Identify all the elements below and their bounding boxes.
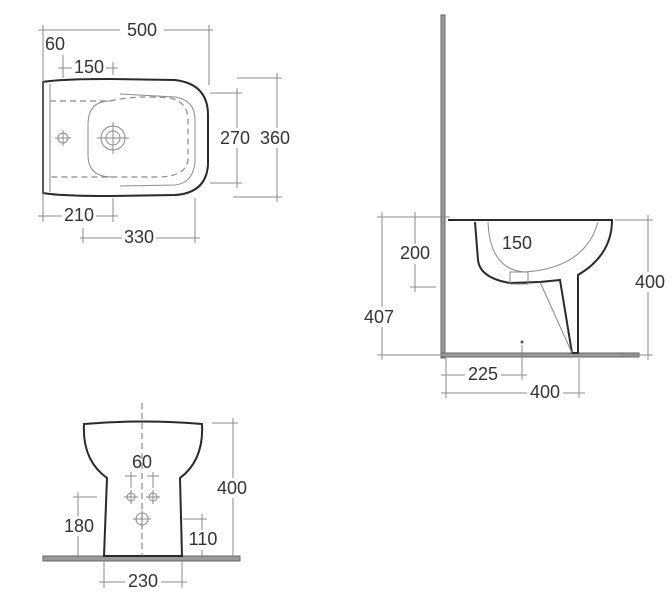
floor xyxy=(440,352,640,358)
dim-270: 270 xyxy=(220,128,250,148)
front-view: 60 400 180 110 230 xyxy=(42,403,253,591)
dim-500: 500 xyxy=(127,20,157,40)
front-view-outline xyxy=(82,420,204,557)
basin-outline xyxy=(50,96,189,178)
dim-60-front: 60 xyxy=(132,452,152,472)
dim-400-side: 400 xyxy=(635,272,665,292)
dim-150: 150 xyxy=(502,233,532,253)
dim-180: 180 xyxy=(64,516,94,536)
dim-360: 360 xyxy=(260,128,290,148)
dim-200: 200 xyxy=(400,243,430,263)
dim-400-projection: 400 xyxy=(530,382,560,402)
dim-407: 407 xyxy=(364,307,394,327)
dim-210: 210 xyxy=(64,205,94,225)
dim-230: 230 xyxy=(128,571,158,591)
side-view: 407 200 150 400 225 400 xyxy=(362,14,670,402)
top-view: 500 60 150 270 360 210 330 xyxy=(38,20,294,247)
dim-150: 150 xyxy=(74,57,104,77)
dim-60: 60 xyxy=(45,34,65,54)
dim-330: 330 xyxy=(124,227,154,247)
dim-225: 225 xyxy=(468,364,498,384)
side-view-outline xyxy=(448,219,614,354)
dim-110: 110 xyxy=(189,529,218,549)
dim-400-front: 400 xyxy=(217,478,247,498)
wall xyxy=(440,14,446,359)
